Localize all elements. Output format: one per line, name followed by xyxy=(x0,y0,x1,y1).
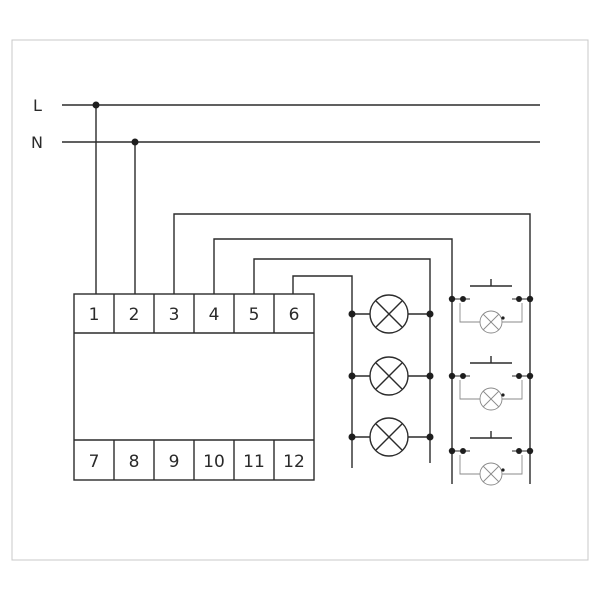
terminal-12: 12 xyxy=(283,452,305,472)
diagram-frame xyxy=(11,39,589,561)
pushbutton xyxy=(448,431,534,486)
indicator-lamp-icon xyxy=(479,387,503,411)
terminal-10: 10 xyxy=(203,452,225,472)
terminal-9: 9 xyxy=(169,452,180,472)
wire-terminal-5 xyxy=(253,258,431,463)
wire-terminal-6 xyxy=(292,275,353,468)
pushbutton xyxy=(448,279,534,334)
terminal-1: 1 xyxy=(89,305,100,325)
indicator-lamp-icon xyxy=(479,310,503,334)
line-label-L: L xyxy=(33,96,42,115)
terminal-4: 4 xyxy=(209,305,220,325)
pushbutton xyxy=(448,356,534,411)
lamp xyxy=(348,356,434,396)
line-label-N: N xyxy=(31,133,43,152)
lamp-icon xyxy=(369,417,409,457)
control-wires xyxy=(173,213,531,484)
terminal-6: 6 xyxy=(289,305,300,325)
pushbuttons-group xyxy=(448,279,534,486)
terminal-7: 7 xyxy=(89,452,100,472)
terminal-11: 11 xyxy=(243,452,265,472)
lamp-icon xyxy=(369,356,409,396)
junction-N xyxy=(131,138,139,146)
terminal-5: 5 xyxy=(249,305,260,325)
terminal-2: 2 xyxy=(129,305,140,325)
terminal-8: 8 xyxy=(129,452,140,472)
terminal-3: 3 xyxy=(169,305,180,325)
lamp-icon xyxy=(369,294,409,334)
lamp xyxy=(348,294,434,334)
junction-L xyxy=(92,101,100,109)
wire-terminal-4 xyxy=(213,238,453,484)
indicator-lamp-icon xyxy=(479,462,503,486)
lamps-group xyxy=(348,294,434,457)
lamp xyxy=(348,417,434,457)
wire-terminal-3 xyxy=(173,213,531,484)
